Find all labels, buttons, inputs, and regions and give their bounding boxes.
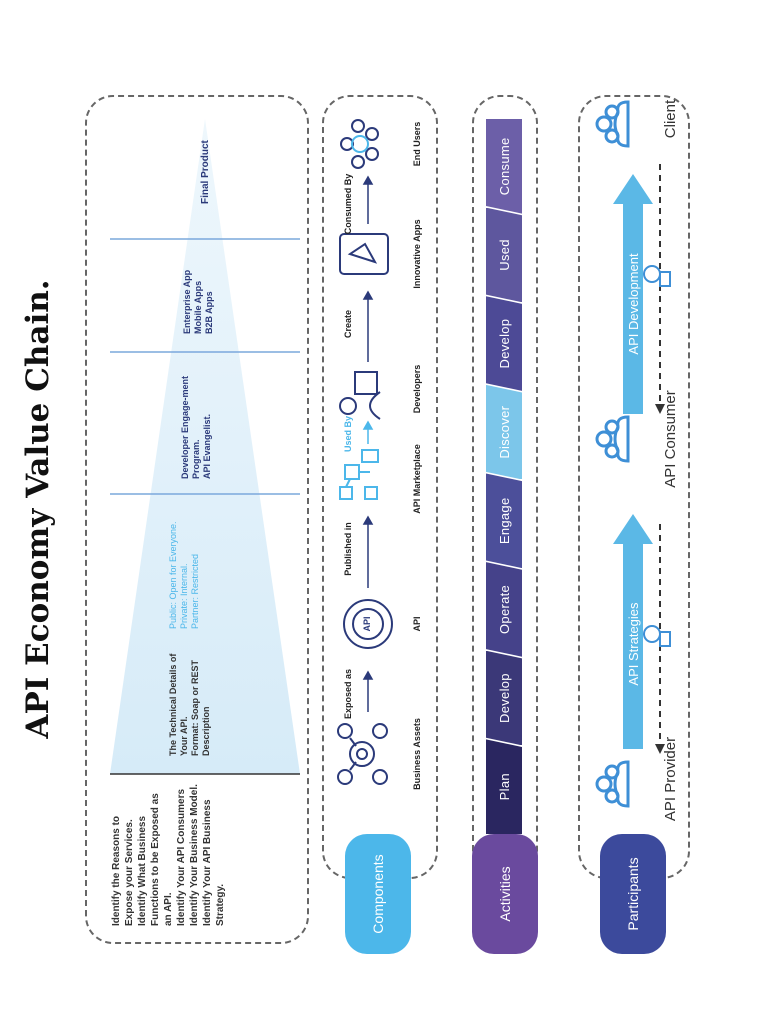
api-gear-icon	[343, 599, 393, 649]
provider-people-icon	[595, 760, 630, 808]
return-head-1	[655, 744, 665, 754]
client-people-icon	[595, 100, 630, 148]
business-assets-icon	[337, 723, 388, 785]
funnel-polygon	[110, 119, 300, 774]
arrow-3-head	[362, 420, 374, 430]
strategies-arrow-label: API Strategies	[625, 602, 641, 686]
arrow-1-head	[362, 670, 374, 680]
developers-icon	[339, 371, 381, 420]
coin-icon-1	[643, 625, 671, 647]
return-head-2	[655, 404, 665, 414]
arrow-2-head	[362, 515, 374, 525]
role-label-consumer: API Consumer	[662, 390, 679, 488]
arrow-5-head	[362, 175, 374, 185]
role-label-provider: API Provider	[662, 736, 679, 822]
marketplace-icon	[339, 449, 379, 500]
coin-icon-2	[643, 265, 671, 287]
arrow-4-head	[362, 290, 374, 300]
strategies-arrow	[613, 514, 653, 749]
development-arrow-label: API Development	[625, 253, 641, 355]
consumer-people-icon	[595, 415, 630, 463]
role-label-client: Client	[662, 99, 679, 139]
development-arrow	[613, 174, 653, 414]
end-users-icon	[340, 119, 379, 169]
innovative-apps-icon	[339, 233, 389, 275]
